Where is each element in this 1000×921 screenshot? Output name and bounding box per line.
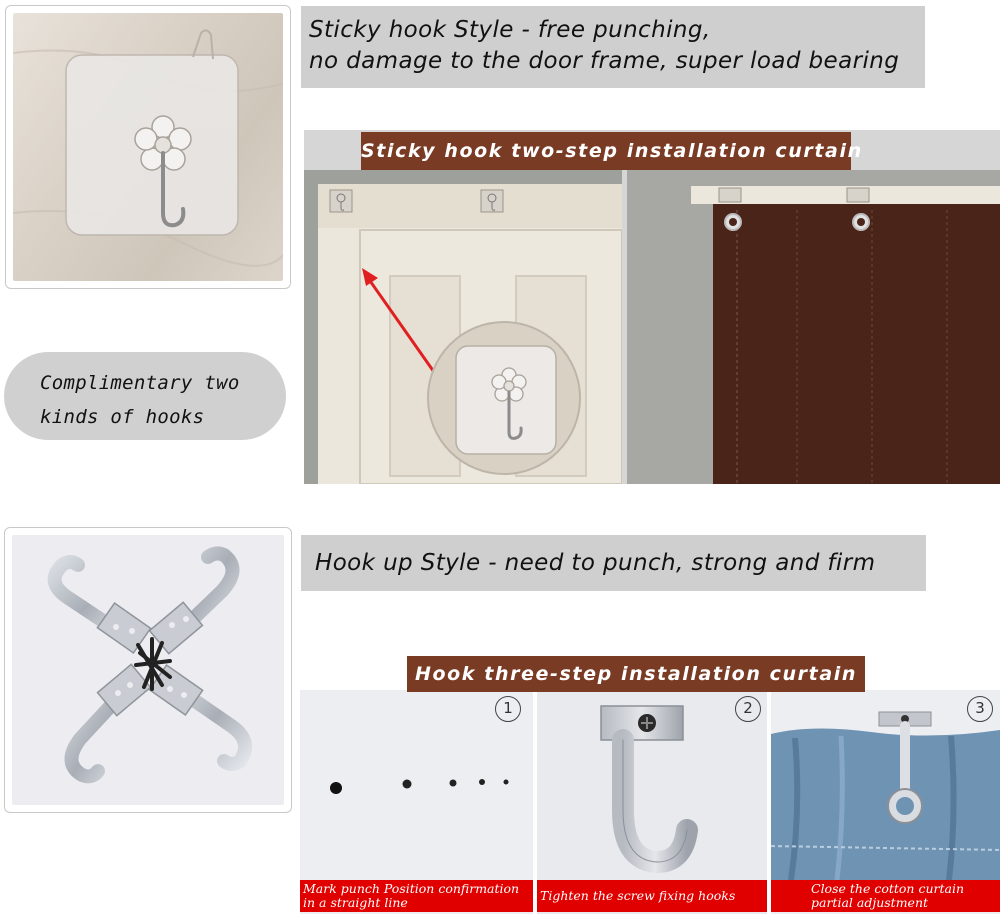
step-label-2: Tighten the screw fixing hooks xyxy=(537,880,767,912)
step-label-2-line1: Tighten the screw fixing hooks xyxy=(540,888,736,903)
sticky-hook-caption-line2: no damage to the door frame, super load … xyxy=(309,48,900,74)
metal-hooks-photo xyxy=(12,535,284,805)
hook-step-1: 1 Mark punch Position confirmation in a … xyxy=(300,690,533,914)
complimentary-line1: Complimentary two xyxy=(40,372,240,394)
complimentary-hooks-badge: Complimentary two kinds of hooks xyxy=(4,352,286,440)
screwed-hook-icon xyxy=(600,705,698,874)
sticky-hook-step1-photo xyxy=(304,170,623,485)
punch-marks-icon xyxy=(330,779,509,794)
sticky-hook-step2-photo xyxy=(627,170,1000,484)
step-number-1: 1 xyxy=(495,696,521,722)
hook-up-caption: Hook up Style - need to punch, strong an… xyxy=(301,535,926,591)
sticky-hook-caption: Sticky hook Style - free punching, no da… xyxy=(301,6,925,88)
blue-curtain-hook-icon xyxy=(771,711,1000,880)
sticky-hook-photo xyxy=(13,13,283,281)
step-number-3: 3 xyxy=(967,696,993,722)
hook-up-banner: Hook three-step installation curtain xyxy=(407,656,865,692)
step-label-1-line1: Mark punch Position confirmation xyxy=(303,881,520,896)
step-label-3-line2: partial adjustment xyxy=(811,895,929,910)
metal-hooks-photo-card xyxy=(4,527,292,813)
brown-curtain-illustration xyxy=(691,186,1000,484)
sticky-hook-caption-line1: Sticky hook Style - free punching, xyxy=(309,17,711,43)
step-label-3-line1: Close the cotton curtain xyxy=(811,881,964,896)
step-number-2: 2 xyxy=(735,696,761,722)
hook-step-2: 2 Tighten the screw fixing hooks xyxy=(537,690,767,914)
step-label-3: Close the cotton curtain partial adjustm… xyxy=(771,880,1000,912)
metal-hooks-icon xyxy=(47,546,253,784)
step-label-1: Mark punch Position confirmation in a st… xyxy=(300,880,533,912)
complimentary-line2: kinds of hooks xyxy=(40,406,205,428)
sticky-hook-icon xyxy=(13,29,283,267)
hook-step-3: 3 Close the cotton curtain partial adjus… xyxy=(771,690,1000,914)
step-label-1-line2: in a straight line xyxy=(303,895,408,910)
door-frame-illustration xyxy=(318,184,623,485)
sticky-hook-photo-card xyxy=(5,5,291,289)
sticky-hook-banner: Sticky hook two-step installation curtai… xyxy=(361,132,861,170)
sticky-hook-installation-panel: Sticky hook two-step installation curtai… xyxy=(304,130,1000,485)
